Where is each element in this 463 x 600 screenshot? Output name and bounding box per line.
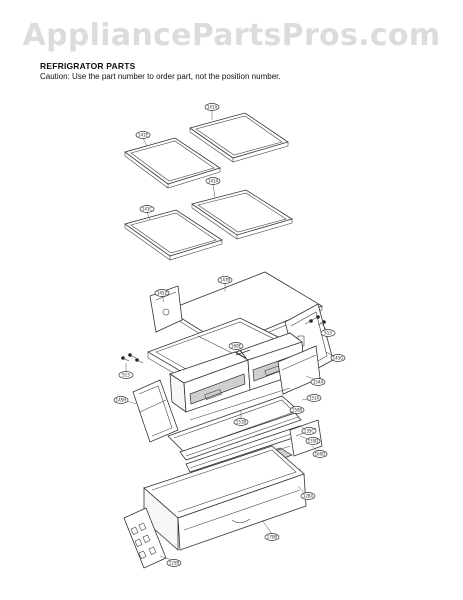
site-watermark: AppliancePartsPros.com	[22, 18, 441, 53]
callout-145h: 145H	[113, 396, 129, 404]
callout-135c: 135C	[301, 427, 317, 435]
svg-text:145H: 145H	[116, 397, 127, 402]
svg-text:160D: 160D	[315, 451, 326, 456]
shelf-upper-left[interactable]	[124, 137, 221, 189]
svg-text:151A: 151A	[309, 395, 320, 400]
crisper-left-bracket[interactable]	[149, 285, 183, 333]
callout-145g: 145G	[330, 354, 346, 362]
svg-text:S13: S13	[122, 372, 130, 377]
svg-text:151B: 151B	[236, 419, 247, 424]
front-cover[interactable]	[123, 507, 167, 569]
screws-left[interactable]	[121, 353, 144, 364]
callout-151b: 151B	[233, 418, 249, 426]
callout-151a: 151A	[306, 394, 322, 402]
svg-text:128A: 128A	[303, 493, 314, 498]
callout-150b: 150B	[289, 406, 305, 414]
callout-141c: 141C	[139, 205, 155, 213]
callout-160e: 160E	[228, 342, 244, 350]
svg-text:147B: 147B	[220, 277, 231, 282]
callout-160d: 160D	[312, 450, 328, 458]
left-rail-bracket[interactable]	[132, 379, 179, 443]
svg-text:141A: 141A	[207, 104, 218, 109]
svg-text:135D: 135D	[308, 438, 319, 443]
right-rail[interactable]	[277, 345, 321, 395]
svg-text:125B: 125B	[169, 560, 180, 565]
svg-text:145Z: 145Z	[157, 290, 168, 295]
callout-s13-left: S13	[118, 371, 134, 379]
caution-note: Caution: Use the part number to order pa…	[40, 72, 281, 81]
bottom-drawer[interactable]	[143, 445, 307, 551]
svg-text:141C: 141C	[142, 206, 153, 211]
callout-154a: 154A	[310, 378, 326, 386]
svg-text:141E: 141E	[138, 132, 149, 137]
callout-135d: 135D	[305, 437, 321, 445]
svg-text:141A: 141A	[208, 178, 219, 183]
page-title: REFRIGRATOR PARTS	[40, 61, 136, 71]
callout-141e: 141E	[135, 131, 151, 139]
screws-right[interactable]	[304, 315, 326, 326]
callout-141a-lower: 141A	[205, 177, 221, 185]
callout-125b: 125B	[166, 559, 182, 567]
callout-s13-right: S13	[320, 329, 336, 337]
callout-147b: 147B	[217, 276, 233, 284]
crossbar-upper[interactable]	[179, 412, 302, 461]
crisper-drawer-left[interactable]	[169, 351, 251, 413]
svg-text:170B: 170B	[267, 534, 278, 539]
svg-text:135C: 135C	[304, 428, 315, 433]
svg-text:154A: 154A	[313, 379, 324, 384]
svg-text:160E: 160E	[231, 343, 242, 348]
callout-170b: 170B	[264, 533, 280, 541]
svg-text:150B: 150B	[292, 407, 303, 412]
callout-145z: 145Z	[154, 289, 170, 297]
callout-128a: 128A	[300, 492, 316, 500]
svg-text:145G: 145G	[333, 355, 344, 360]
callout-141a-upper: 141A	[204, 103, 220, 111]
svg-text:S13: S13	[324, 330, 332, 335]
shelf-lower-right[interactable]	[191, 189, 293, 240]
shelf-lower-left[interactable]	[124, 209, 223, 261]
center-support[interactable]	[235, 349, 251, 359]
shelf-upper-right[interactable]	[189, 112, 289, 163]
